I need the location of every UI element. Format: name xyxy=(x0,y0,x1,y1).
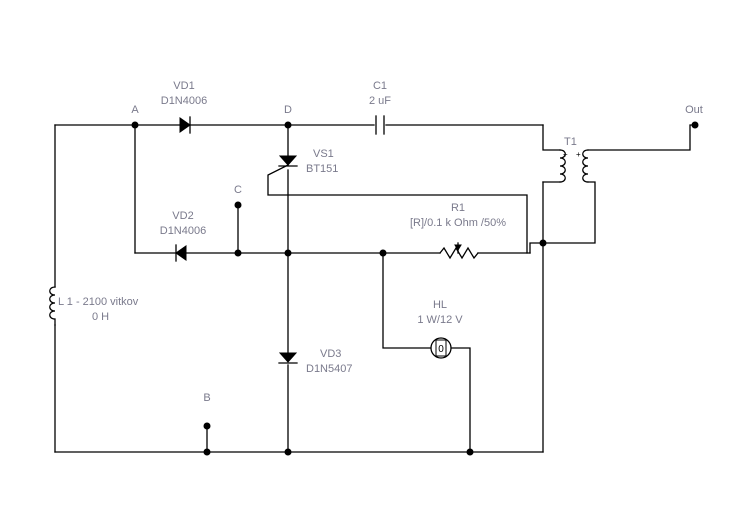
potentiometer-r1-symbol xyxy=(439,244,479,260)
vs1-ref: VS1 xyxy=(313,148,334,160)
junction-vd3-rail xyxy=(284,448,292,456)
vd1-ref: VD1 xyxy=(173,80,194,92)
node-label-d: D xyxy=(284,104,292,116)
junction-right-rail xyxy=(539,239,547,247)
junction-a xyxy=(131,121,139,129)
svg-text:+: + xyxy=(563,150,568,159)
c1-value: 2 uF xyxy=(369,95,391,107)
l1-ref: L 1 - 2100 vitkov xyxy=(58,296,139,308)
hl-value: 1 W/12 V xyxy=(417,314,463,326)
capacitor-c1-symbol xyxy=(375,115,385,135)
junction-c-rail xyxy=(234,249,242,257)
t1-ref: T1 xyxy=(564,136,577,148)
node-label-a: A xyxy=(131,104,139,116)
lamp-hl-symbol: 0 xyxy=(430,337,452,359)
labels: A D C B Out VD1 D1N4006 C1 2 uF VS1 BT15… xyxy=(58,80,703,404)
junction-b-rail xyxy=(203,448,211,456)
svg-text:+: + xyxy=(576,150,581,159)
vd1-value: D1N4006 xyxy=(161,95,207,107)
wires xyxy=(54,124,696,453)
vd3-ref: VD3 xyxy=(320,348,341,360)
diode-vd2-symbol xyxy=(175,244,187,262)
junctions xyxy=(131,121,699,456)
l1-value: 0 H xyxy=(92,311,109,323)
junction-c xyxy=(234,201,242,209)
diode-vd3-symbol xyxy=(278,352,298,364)
transformer-t1-symbol: + + xyxy=(559,149,589,183)
junction-d xyxy=(284,121,292,129)
node-label-out: Out xyxy=(685,104,703,116)
lamp-hl-glyph: 0 xyxy=(438,344,444,355)
thyristor-vs1-symbol xyxy=(278,155,298,167)
node-label-b: B xyxy=(203,392,210,404)
junction-lamp-bottom xyxy=(466,448,474,456)
coil-l1-symbol xyxy=(49,286,56,326)
junction-vs1-rail xyxy=(284,249,292,257)
vd2-value: D1N4006 xyxy=(160,225,206,237)
hl-ref: HL xyxy=(433,299,447,311)
vs1-value: BT151 xyxy=(306,163,338,175)
vd3-value: D1N5407 xyxy=(306,363,352,375)
diode-vd1-symbol xyxy=(179,116,191,134)
junction-out xyxy=(691,121,699,129)
junction-b xyxy=(203,422,211,430)
r1-ref: R1 xyxy=(451,202,465,214)
r1-value: [R]/0.1 k Ohm /50% xyxy=(410,217,506,229)
junction-lamp-rail xyxy=(379,249,387,257)
c1-ref: C1 xyxy=(373,80,387,92)
vd2-ref: VD2 xyxy=(172,210,193,222)
node-label-c: C xyxy=(234,184,242,196)
